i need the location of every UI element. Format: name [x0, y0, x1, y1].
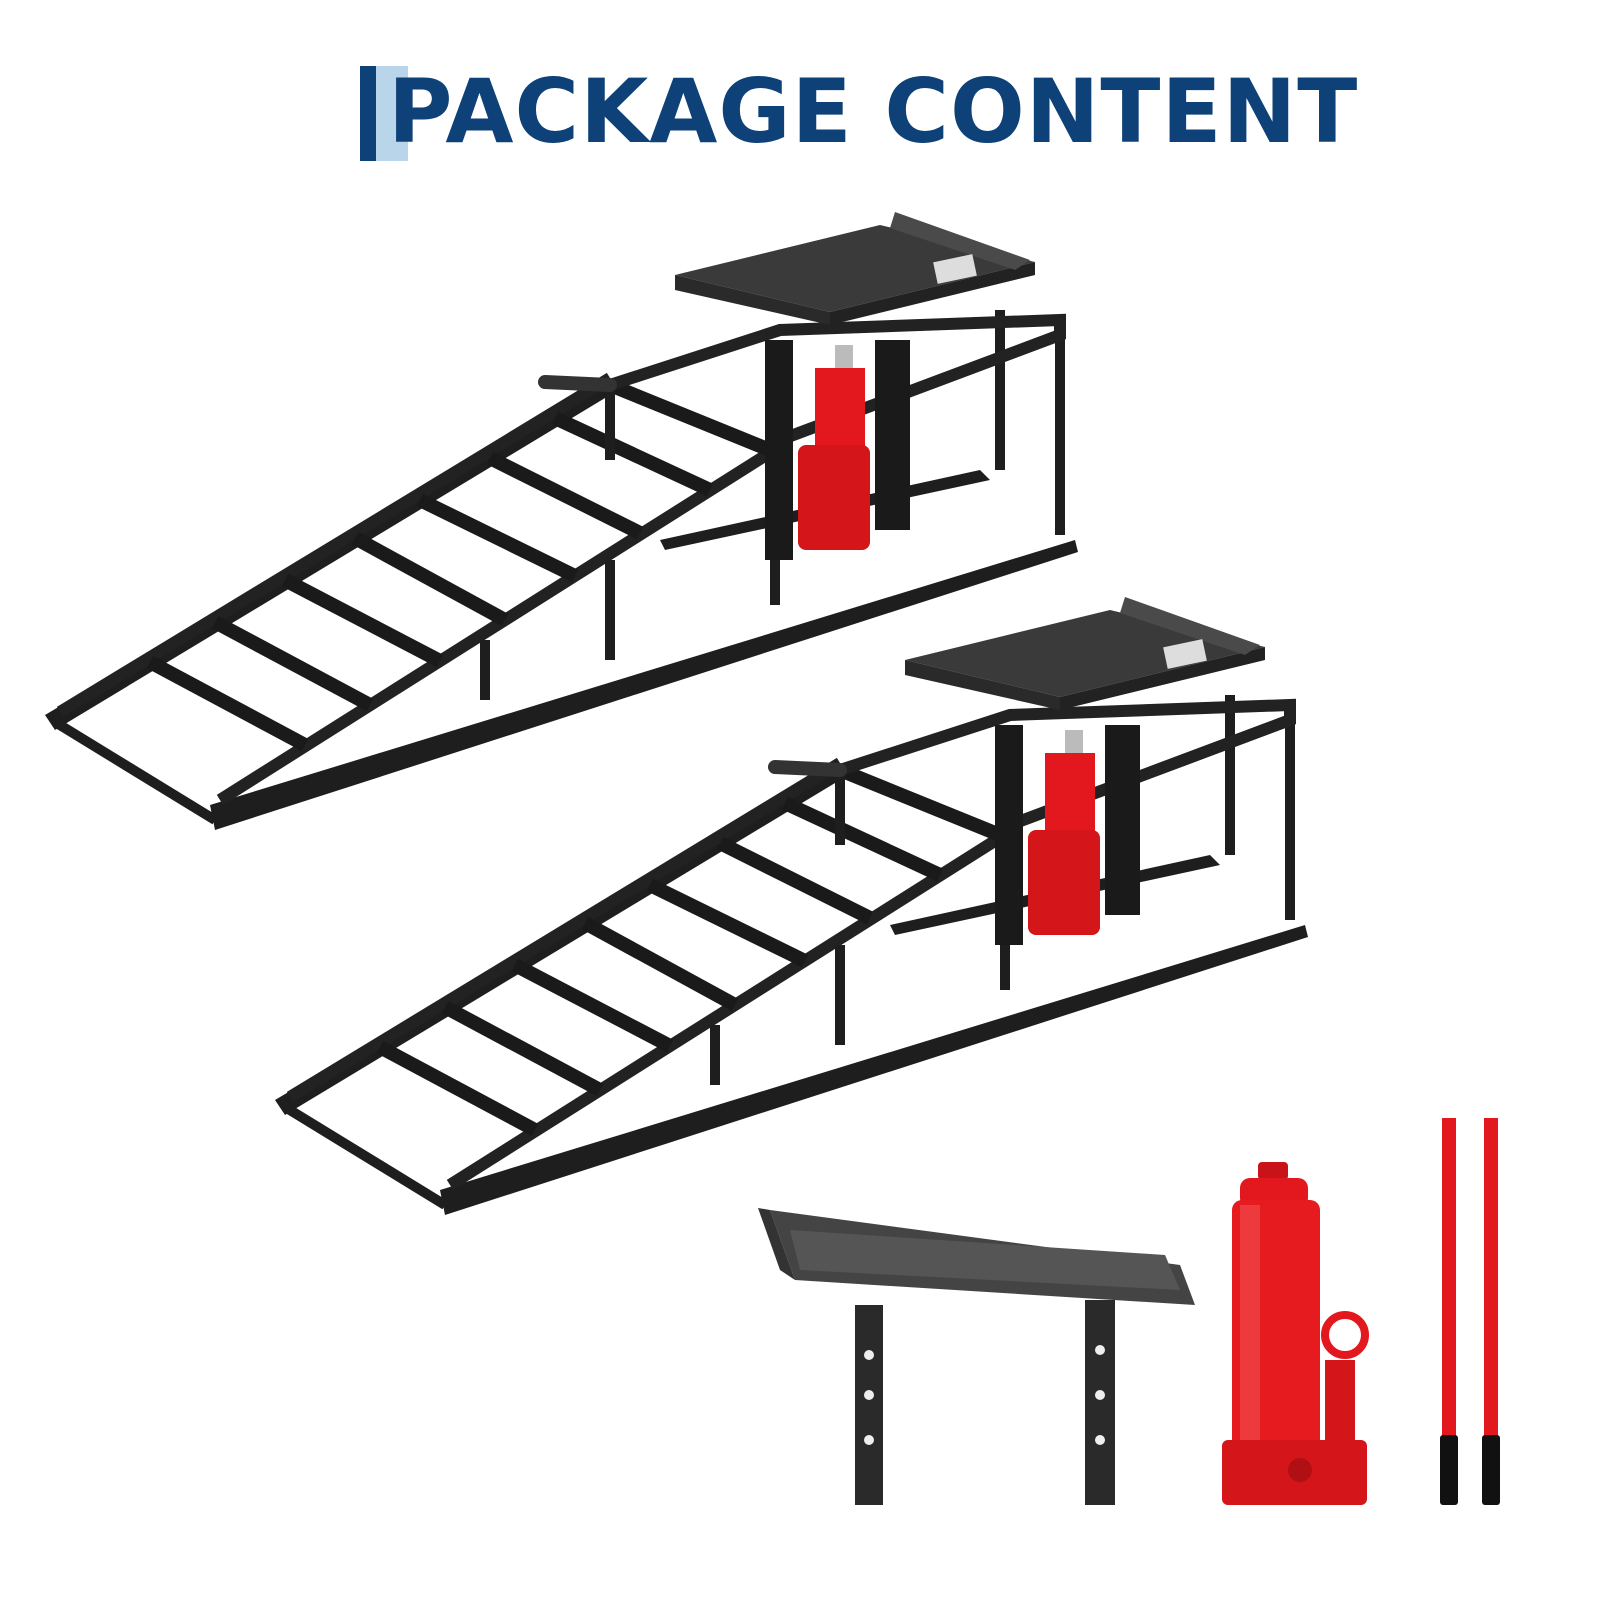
jack-handles	[1440, 1118, 1500, 1505]
title-accent-bar-light	[376, 66, 408, 161]
page-title: PACKAGE CONTENT	[360, 62, 1358, 162]
title-accent-bar	[360, 66, 376, 161]
ramp-2	[275, 597, 1308, 1215]
title-text: PACKAGE CONTENT	[388, 60, 1359, 163]
lifting-tray	[758, 1208, 1195, 1505]
bottle-jack	[1222, 1162, 1369, 1505]
